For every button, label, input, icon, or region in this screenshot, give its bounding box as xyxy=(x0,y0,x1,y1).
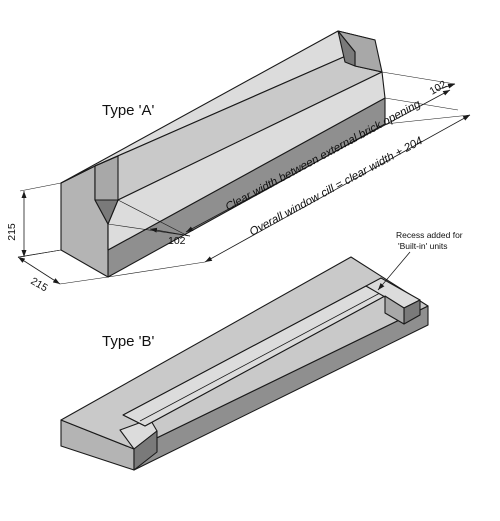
type-a-label: Type 'A' xyxy=(102,102,155,119)
type-a-left-stool-dim: 102 xyxy=(168,235,186,247)
type-a-right-stool-side xyxy=(337,30,356,67)
type-b-label: Type 'B' xyxy=(102,333,155,350)
recess-note-line2: 'Built-in' units xyxy=(398,241,448,251)
type-b-cill xyxy=(60,256,429,471)
type-b-annotation: Recess added for 'Built-in' units xyxy=(377,230,463,291)
recess-note-line1: Recess added for xyxy=(396,230,463,240)
type-a-left-stool-front xyxy=(94,199,119,225)
type-b-left-stool-front xyxy=(133,430,158,471)
type-b-right-block-side xyxy=(384,295,405,325)
type-a-height-dim: 215 xyxy=(6,223,18,241)
type-a-right-stool-dim: 102 xyxy=(428,78,449,97)
type-a-width-dim: 215 xyxy=(29,275,50,294)
